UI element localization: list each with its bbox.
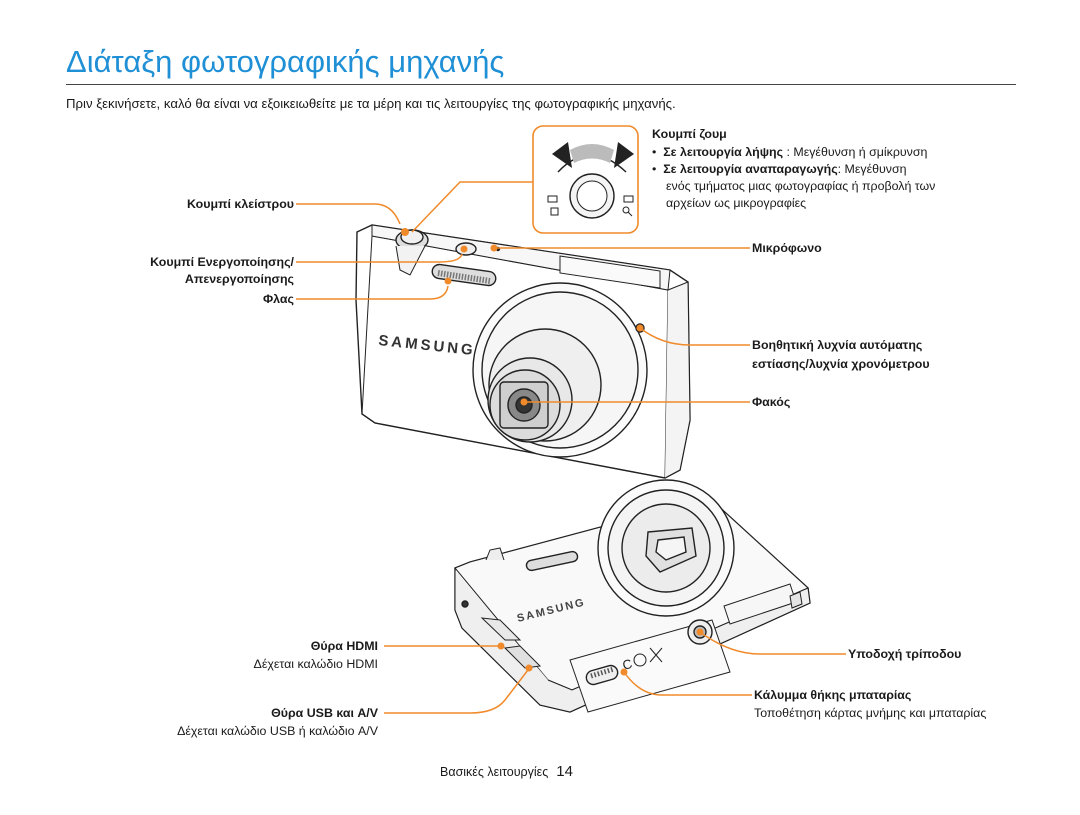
title-rule xyxy=(66,84,1016,85)
zoom-inset xyxy=(532,125,639,234)
page-footer: Βασικές λειτουργίες 14 xyxy=(440,763,573,780)
zoom-line-2: • Σε λειτουργία αναπαραγωγής: Μεγέθυνση xyxy=(652,162,935,176)
intro-text: Πριν ξεκινήσετε, καλό θα είναι να εξοικε… xyxy=(66,96,676,111)
zoom-heading: Κουμπί ζουμ xyxy=(652,127,727,141)
zoom-line-2-mode: Σε λειτουργία αναπαραγωγής xyxy=(663,162,838,176)
label-shutter: Κουμπί κλείστρου xyxy=(187,197,294,211)
label-tripod: Υποδοχή τρίποδου xyxy=(848,647,962,661)
zoom-line-1-mode: Σε λειτουργία λήψης xyxy=(663,145,784,159)
zoom-line-1: • Σε λειτουργία λήψης : Μεγέθυνση ή σμίκ… xyxy=(652,145,935,159)
zoom-line-4: αρχείων ως μικρογραφίες xyxy=(666,196,807,210)
zoom-line-1-desc: : Μεγέθυνση ή σμίκρυνση xyxy=(786,145,928,159)
page-number: 14 xyxy=(556,763,573,780)
label-power-1: Κουμπί Ενεργοποίησης/ xyxy=(150,255,294,269)
zoom-line-2-desc: : Μεγέθυνση xyxy=(837,162,907,176)
label-microphone: Μικρόφωνο xyxy=(752,241,822,255)
label-flash: Φλας xyxy=(263,292,294,306)
label-lens: Φακός xyxy=(752,395,791,409)
bullet: • xyxy=(652,162,664,176)
footer-section: Βασικές λειτουργίες xyxy=(440,765,549,779)
bullet: • xyxy=(652,145,664,159)
bottom-camera-illustration: C xyxy=(454,479,811,713)
label-power-2: Απενεργοποίησης xyxy=(184,272,294,286)
label-usb-desc: Δέχεται καλώδιο USB ή καλώδιο A/V xyxy=(177,724,378,738)
label-af-lamp-2: εστίασης/λυχνία χρονόμετρου xyxy=(752,357,930,371)
label-battery: Κάλυμμα θήκης μπαταρίας xyxy=(754,688,912,702)
callout-lines xyxy=(296,181,846,714)
label-hdmi-desc: Δέχεται καλώδιο HDMI xyxy=(253,657,378,671)
page-title: Διάταξη φωτογραφικής μηχανής xyxy=(66,44,505,79)
front-camera-illustration xyxy=(355,224,691,479)
label-hdmi: Θύρα HDMI xyxy=(310,639,378,653)
label-battery-desc: Τοποθέτηση κάρτας μνήμης και μπαταρίας xyxy=(754,706,987,720)
label-usb: Θύρα USB και A/V xyxy=(271,706,378,720)
zoom-line-3: ενός τμήματος μιας φωτογραφίας ή προβολή… xyxy=(666,179,936,193)
zoom-description: Κουμπί ζουμ • Σε λειτουργία λήψης : Μεγέ… xyxy=(652,127,935,210)
label-af-lamp-1: Βοηθητική λυχνία αυτόματης xyxy=(752,338,923,352)
